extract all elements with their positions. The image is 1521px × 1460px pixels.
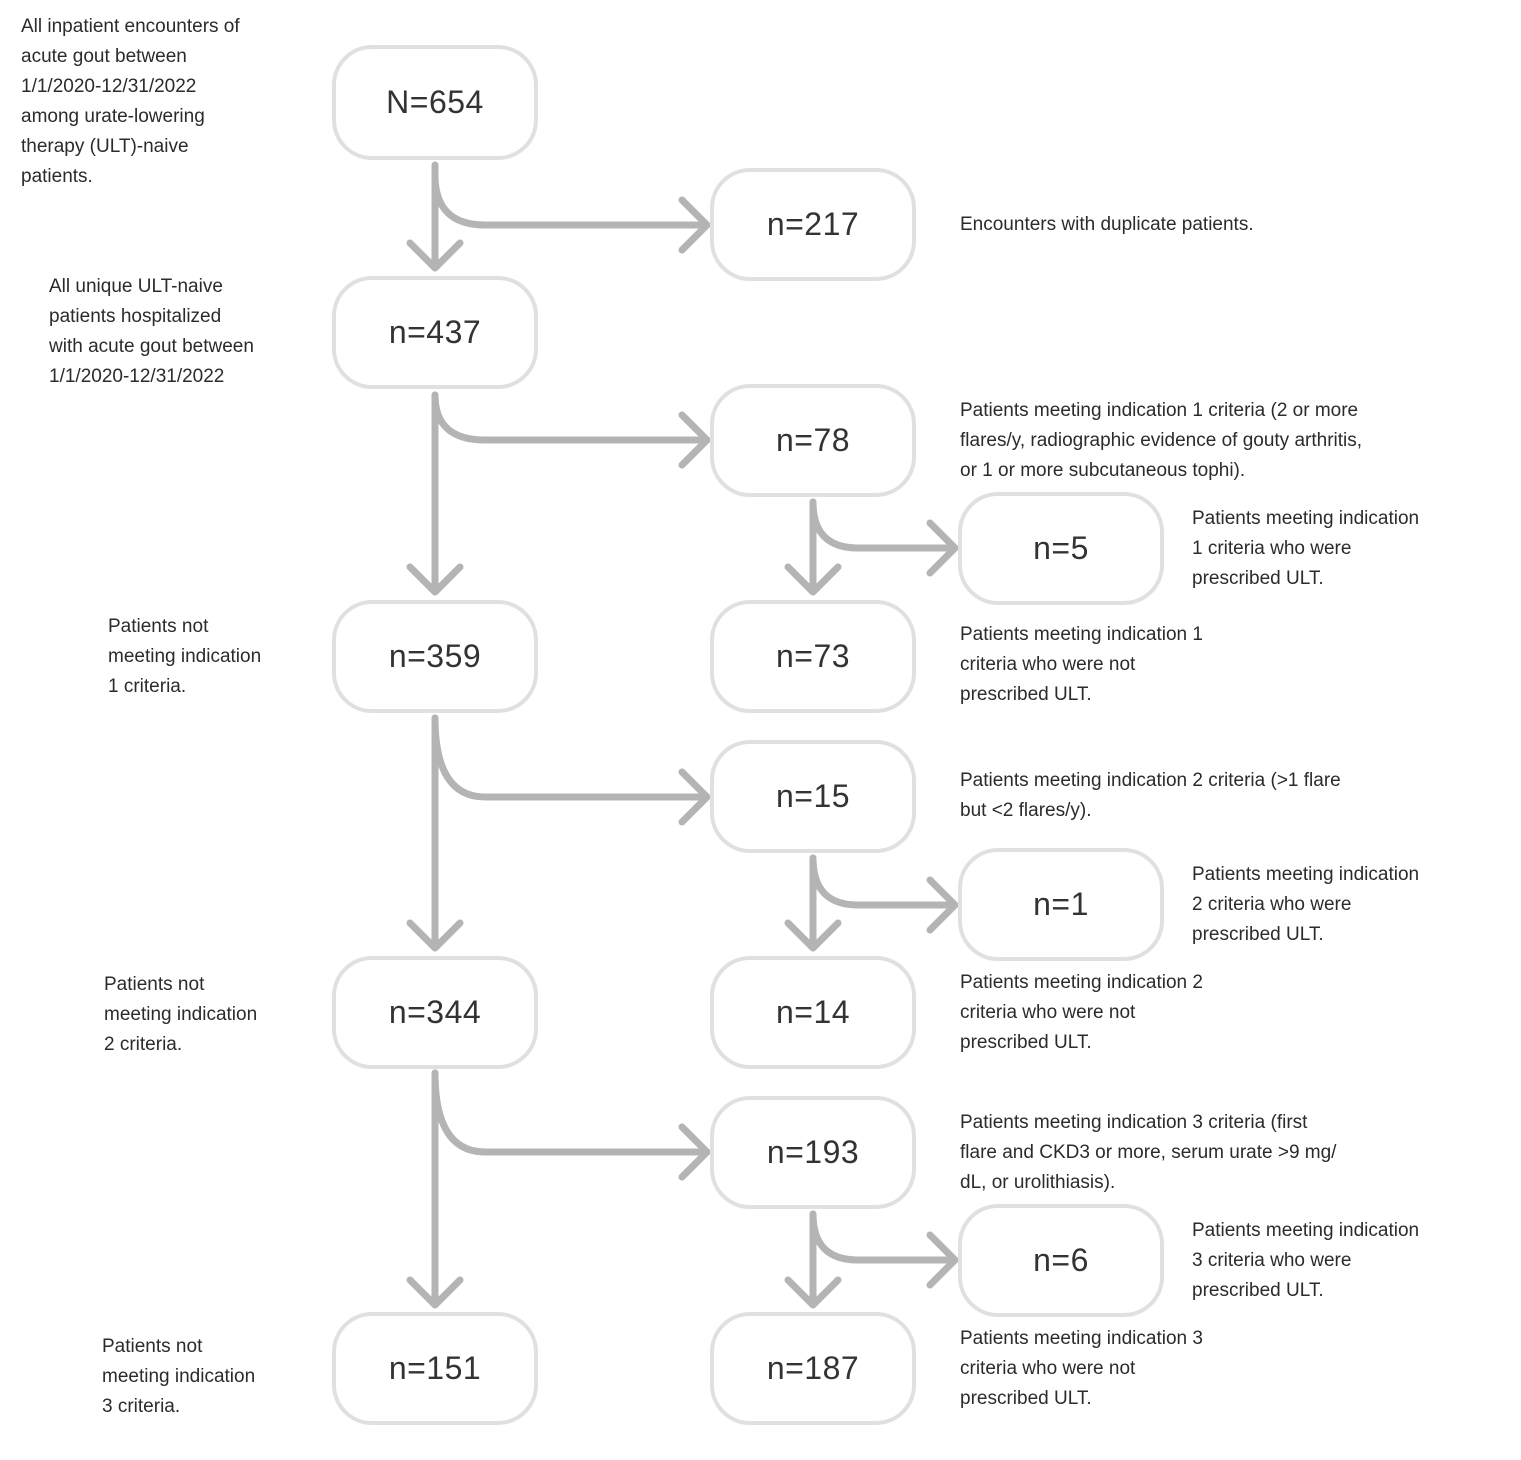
arrow-437-to-78	[431, 391, 711, 469]
label-indication-1-not-prescribed: Patients meeting indication 1 criteria w…	[960, 624, 1203, 705]
arrow-359-to-344	[406, 714, 464, 952]
arrow-654-to-217	[431, 171, 711, 254]
label-indication-3: Patients meeting indication 3 criteria (…	[960, 1112, 1337, 1193]
label-all-encounters: All inpatient encounters of acute gout b…	[21, 16, 240, 187]
node-n654: N=654	[332, 45, 538, 160]
node-n193: n=193	[710, 1096, 916, 1209]
label-indication-3-not-prescribed: Patients meeting indication 3 criteria w…	[960, 1328, 1203, 1409]
label-not-indication-3: Patients not meeting indication 3 criter…	[102, 1336, 256, 1417]
label-not-indication-2: Patients not meeting indication 2 criter…	[104, 974, 258, 1055]
arrow-437-to-359	[406, 391, 464, 596]
arrow-15-to-1	[809, 854, 959, 934]
arrow-78-to-5	[809, 498, 959, 577]
node-n1: n=1	[958, 848, 1164, 961]
node-n73: n=73	[710, 600, 916, 713]
label-duplicates: Encounters with duplicate patients.	[960, 214, 1254, 235]
node-n5: n=5	[958, 492, 1164, 605]
label-indication-2-not-prescribed: Patients meeting indication 2 criteria w…	[960, 972, 1203, 1053]
arrow-359-to-15	[431, 714, 711, 826]
label-indication-2-prescribed: Patients meeting indication 2 criteria w…	[1192, 864, 1420, 945]
label-indication-1: Patients meeting indication 1 criteria (…	[960, 400, 1363, 481]
node-n359: n=359	[332, 600, 538, 713]
node-n15: n=15	[710, 740, 916, 853]
node-n151: n=151	[332, 1312, 538, 1425]
label-not-indication-1: Patients not meeting indication 1 criter…	[108, 616, 262, 697]
node-n6: n=6	[958, 1204, 1164, 1317]
label-indication-1-prescribed: Patients meeting indication 1 criteria w…	[1192, 508, 1420, 589]
node-n217: n=217	[710, 168, 916, 281]
arrow-193-to-6	[809, 1210, 959, 1289]
arrow-344-to-151	[406, 1069, 464, 1309]
node-n187: n=187	[710, 1312, 916, 1425]
node-n14: n=14	[710, 956, 916, 1069]
label-indication-2: Patients meeting indication 2 criteria (…	[960, 770, 1341, 821]
label-unique-patients: All unique ULT-naive patients hospitaliz…	[49, 276, 254, 387]
arrow-344-to-193	[431, 1069, 711, 1181]
node-n78: n=78	[710, 384, 916, 497]
label-indication-3-prescribed: Patients meeting indication 3 criteria w…	[1192, 1220, 1420, 1301]
node-n437: n=437	[332, 276, 538, 389]
node-n344: n=344	[332, 956, 538, 1069]
